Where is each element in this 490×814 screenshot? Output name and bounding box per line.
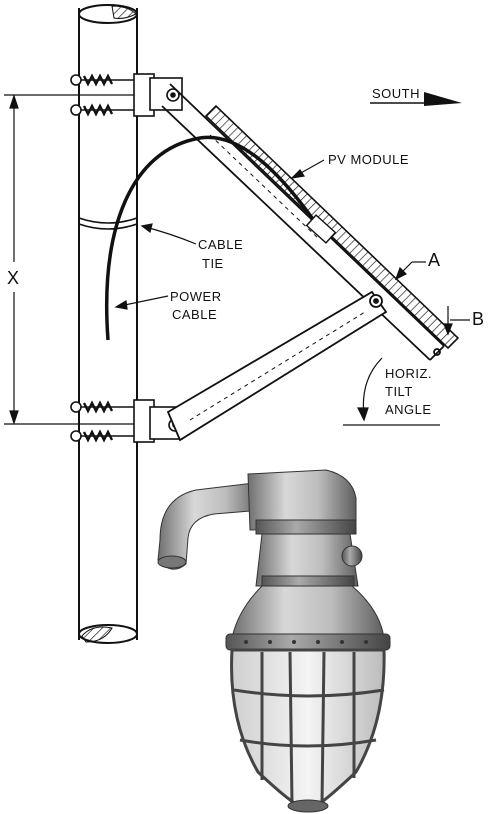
dimension-b: [443, 306, 470, 336]
south-arrow-icon: [370, 92, 462, 106]
power-cable-label-line2: CABLE: [172, 307, 217, 322]
power-cable-leader: [114, 295, 169, 310]
pv-module-label: PV MODULE: [328, 152, 409, 167]
dim-a-label: A: [428, 250, 440, 270]
tilt-angle-arc: [343, 357, 440, 426]
tilt-label-line1: HORIZ.: [385, 366, 432, 381]
upper-support-arm: [161, 83, 445, 361]
lower-brace: [166, 290, 388, 442]
lower-clamp: [70, 399, 183, 443]
power-cable: [105, 135, 337, 341]
cable-tie: [78, 217, 138, 230]
explosion-proof-lamp-photo: [157, 469, 391, 813]
tilt-label-line2: TILT: [385, 384, 413, 399]
pv-module: [204, 104, 460, 350]
power-cable-label-line1: POWER: [170, 289, 222, 304]
dim-b-label: B: [472, 309, 484, 329]
cable-tie-label-line1: CABLE: [198, 237, 243, 252]
dimension-x: [4, 94, 134, 425]
cable-tie-label-line2: TIE: [202, 256, 224, 271]
pv-module-leader: [290, 159, 325, 179]
south-label: SOUTH: [372, 86, 420, 101]
cable-tie-leader: [140, 223, 197, 245]
tilt-label-line3: ANGLE: [385, 402, 432, 417]
dimension-a: [394, 261, 426, 281]
dim-x-label: X: [7, 268, 19, 288]
